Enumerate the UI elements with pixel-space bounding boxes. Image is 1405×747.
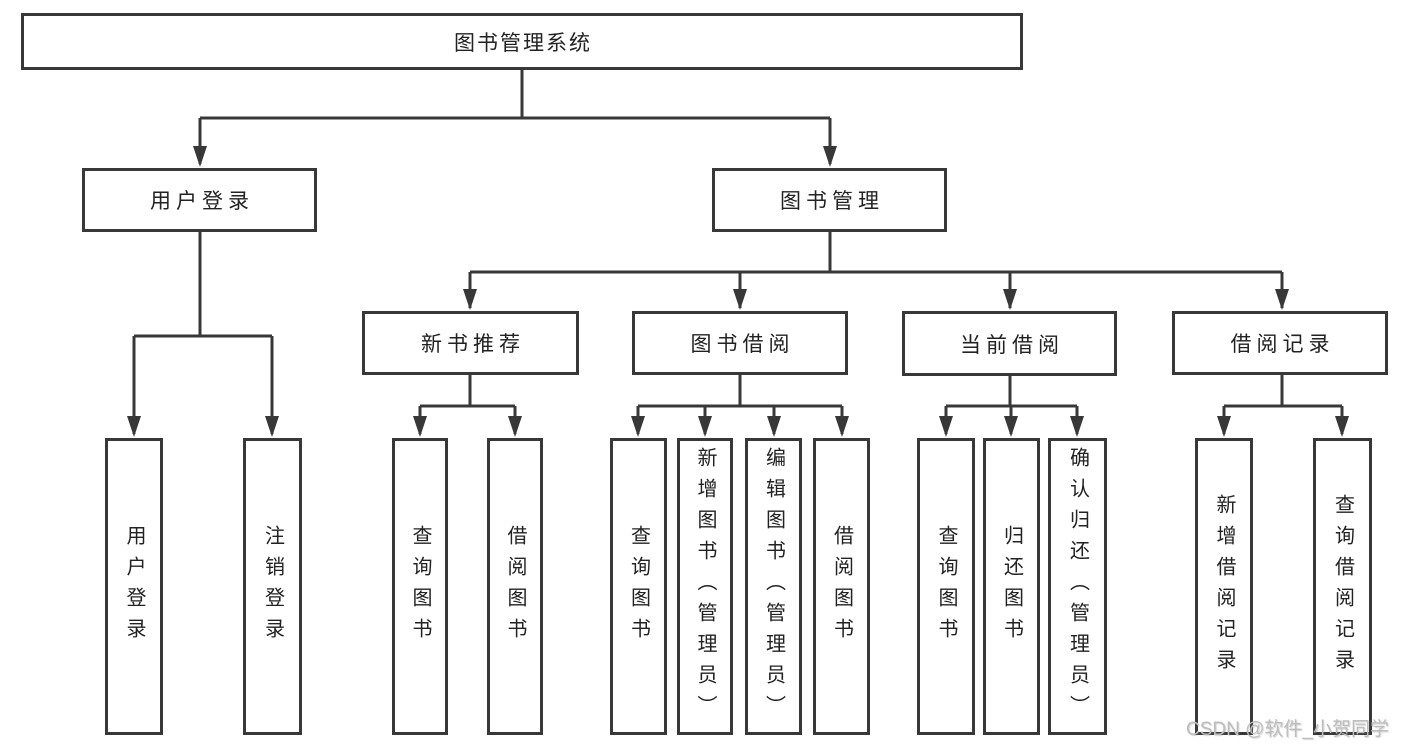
node-book-management: 图书管理 <box>712 168 947 232</box>
arrowhead <box>1003 289 1017 310</box>
arrowhead <box>193 146 207 167</box>
leaf-user-login: 用户登录 <box>105 438 163 735</box>
leaf-query-borrow-record: 查询借阅记录 <box>1313 438 1372 735</box>
csdn-watermark: CSDN @软件_小贺同学 <box>1186 719 1389 740</box>
arrowhead <box>767 416 781 437</box>
arrowhead <box>1070 416 1084 437</box>
arrowheads <box>127 146 1349 437</box>
leaf-confirm-return-admin: 确认归还（管理员） <box>1048 438 1107 735</box>
arrowhead <box>631 416 645 437</box>
node-borrow-records: 借阅记录 <box>1172 311 1388 375</box>
arrowhead <box>835 416 849 437</box>
arrowhead <box>698 416 712 437</box>
leaf-query-books-current: 查询图书 <box>917 438 975 735</box>
arrowhead <box>127 416 141 437</box>
arrowhead <box>463 289 477 310</box>
arrowhead <box>823 146 837 167</box>
leaf-query-books-borrow: 查询图书 <box>610 438 667 735</box>
node-book-borrow: 图书借阅 <box>632 311 848 375</box>
leaf-add-borrow-record: 新增借阅记录 <box>1195 438 1253 735</box>
leaf-borrow-books-recommend: 借阅图书 <box>487 438 543 735</box>
leaf-add-books-admin: 新增图书（管理员） <box>677 438 733 735</box>
leaf-return-books: 归还图书 <box>983 438 1040 735</box>
arrowhead <box>939 416 953 437</box>
arrowhead <box>413 416 427 437</box>
leaf-query-books-recommend: 查询图书 <box>392 438 448 735</box>
arrowhead <box>265 416 279 437</box>
leaf-edit-books-admin: 编辑图书（管理员） <box>745 438 802 735</box>
arrowhead <box>733 289 747 310</box>
leaf-logout: 注销登录 <box>243 438 302 735</box>
leaf-borrow-books: 借阅图书 <box>813 438 870 735</box>
arrowhead <box>1275 289 1289 310</box>
arrowhead <box>508 416 522 437</box>
node-new-book-recommend: 新书推荐 <box>362 311 579 375</box>
arrowhead <box>1004 416 1018 437</box>
node-current-borrow: 当前借阅 <box>902 311 1117 376</box>
node-library-system: 图书管理系统 <box>21 13 1023 70</box>
arrowhead <box>1335 416 1349 437</box>
arrowhead <box>1217 416 1231 437</box>
node-user-login: 用户登录 <box>82 168 317 232</box>
